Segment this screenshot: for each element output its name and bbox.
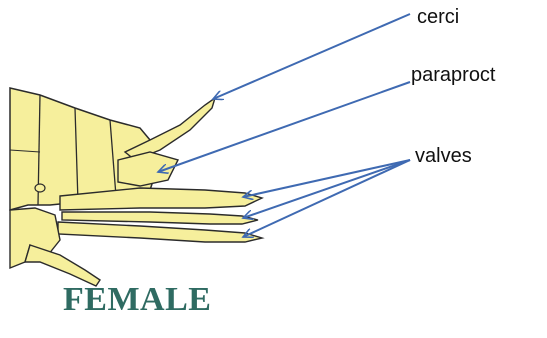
- spiracle: [35, 184, 45, 192]
- leg: [25, 245, 100, 286]
- arrow-valves-3: [243, 160, 410, 237]
- valve-lower: [58, 222, 262, 242]
- arrow-valves-1: [243, 160, 410, 197]
- label-valves: valves: [415, 145, 472, 168]
- arrow-paraproct: [158, 82, 410, 172]
- arrow-valves-2: [243, 160, 410, 218]
- arrow-cerci: [213, 14, 410, 99]
- label-cerci: cerci: [417, 6, 459, 29]
- label-paraproct: paraproct: [411, 64, 496, 87]
- valves: [58, 188, 262, 242]
- valve-middle: [62, 212, 258, 224]
- caption-female: FEMALE: [63, 281, 211, 319]
